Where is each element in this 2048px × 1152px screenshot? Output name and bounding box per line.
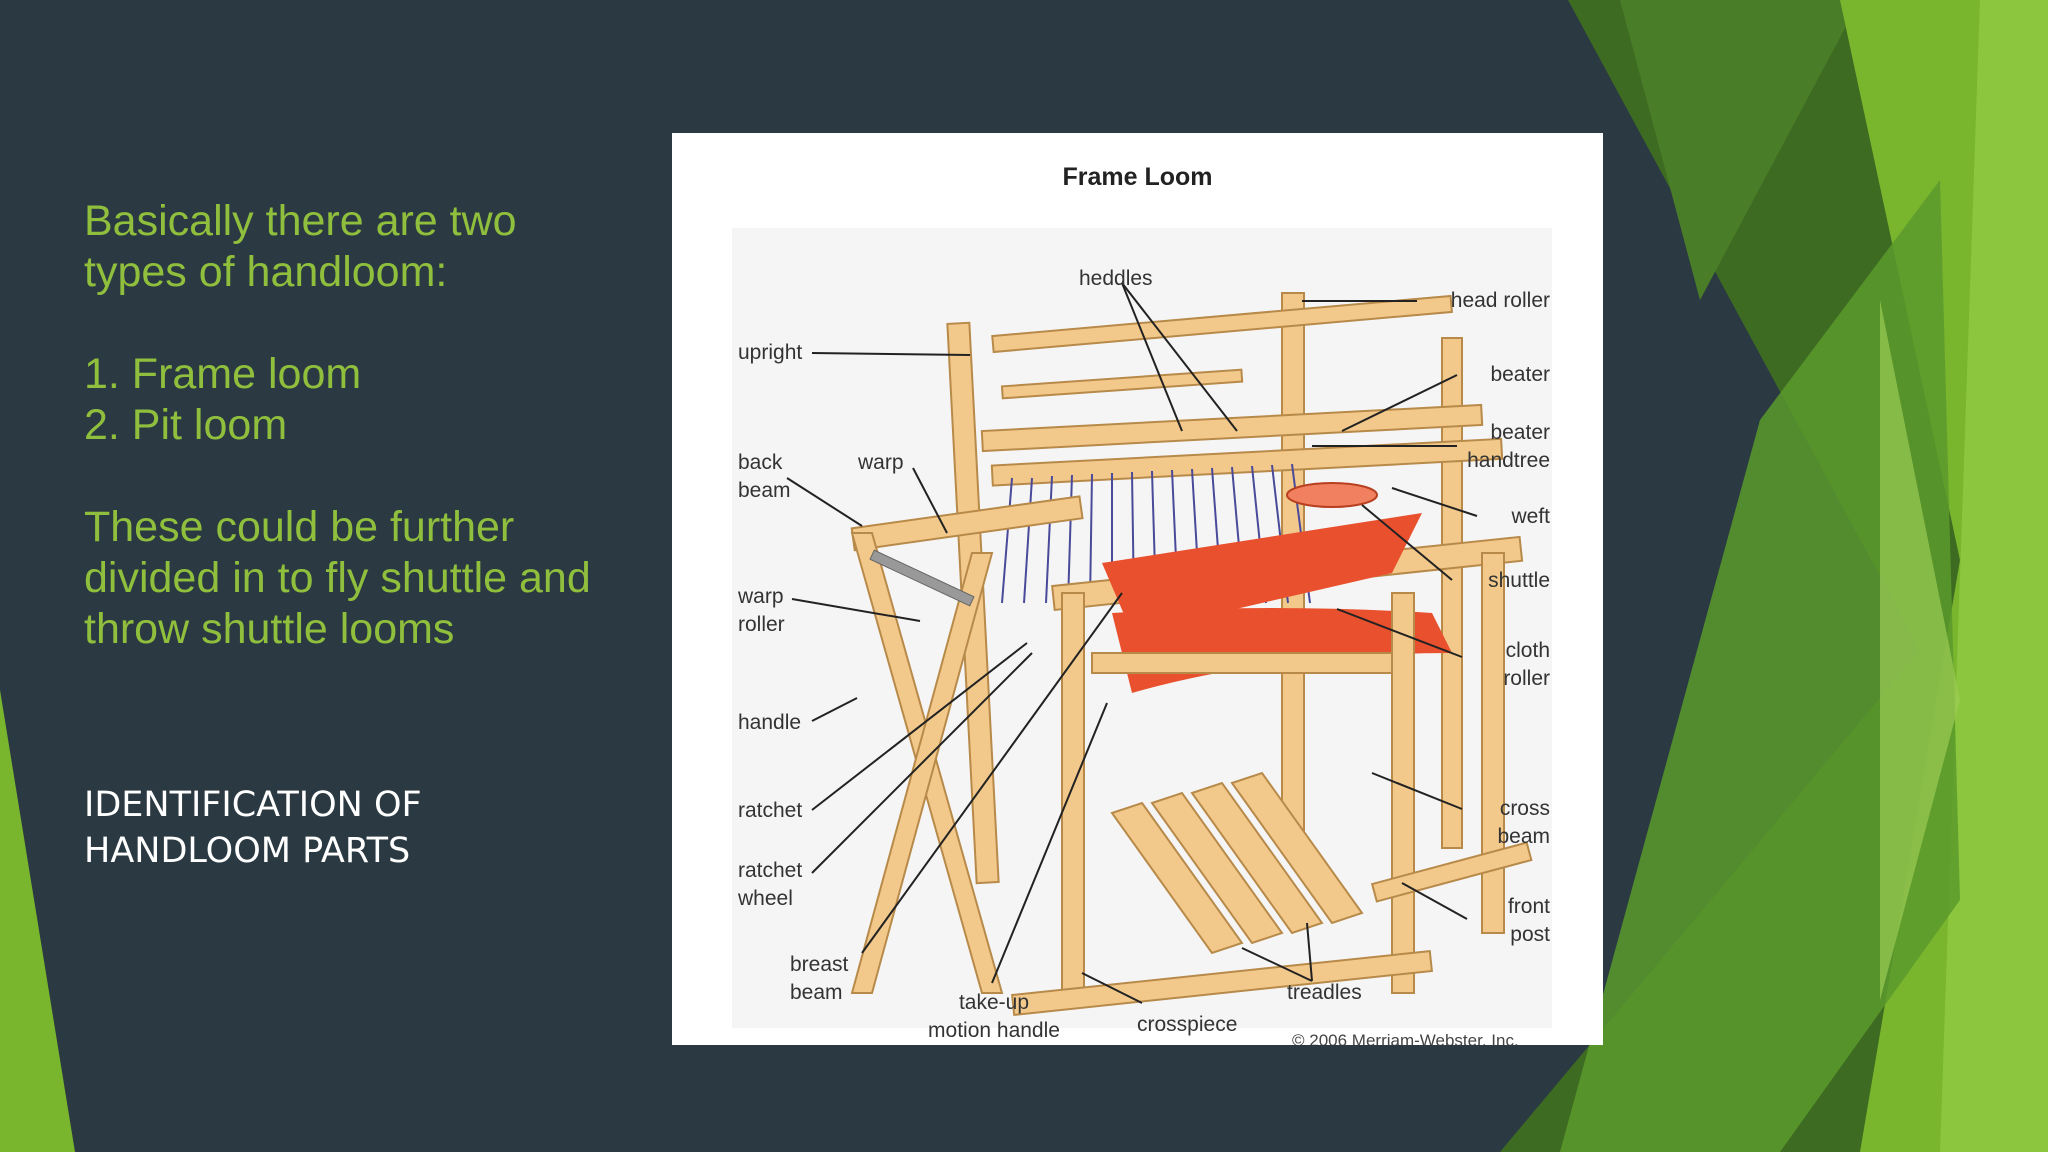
loom-illustration [732,228,1552,1028]
body-text: Basically there are two types of handloo… [84,196,604,655]
label-crosspiece: crosspiece [1137,1013,1238,1036]
label-treadles: treadles [1287,981,1362,1004]
slide-subtitle: IDENTIFICATION OF HANDLOOM PARTS [84,785,422,871]
list-item: 1. Frame loom [84,350,362,398]
label-back-beam: back beam [738,451,791,502]
label-cross-beam: cross beam [1497,797,1550,848]
label-take-up-motion-handle: take-up motion handle [928,991,1060,1042]
label-upright: upright [738,341,803,364]
figure-title: Frame Loom [1062,163,1213,191]
frame-loom-diagram: Frame Loom heddles head roller upright b… [672,133,1603,1045]
label-warp-roller: warp roller [738,585,785,636]
label-beater: beater [1490,363,1550,386]
label-front-post: front post [1507,895,1550,946]
further-text: These could be further divided in to fly… [84,503,591,653]
list-item: 2. Pit loom [84,401,288,449]
label-heddles: heddles [1079,267,1153,290]
label-shuttle: shuttle [1488,569,1550,592]
label-head-roller: head roller [1450,289,1550,312]
label-breast-beam: breast beam [790,953,849,1004]
label-beater-handtree: beater handtree [1467,421,1550,472]
intro-text: Basically there are two types of handloo… [84,197,517,296]
label-cloth-roller: cloth roller [1503,639,1550,690]
label-handle: handle [738,711,802,734]
label-ratchet-wheel: ratchet wheel [738,859,803,910]
label-weft: weft [1511,505,1550,528]
copyright-notice: © 2006 Merriam-Webster, Inc. [1292,1031,1519,1045]
label-warp: warp [858,451,904,474]
label-ratchet: ratchet [738,799,803,822]
